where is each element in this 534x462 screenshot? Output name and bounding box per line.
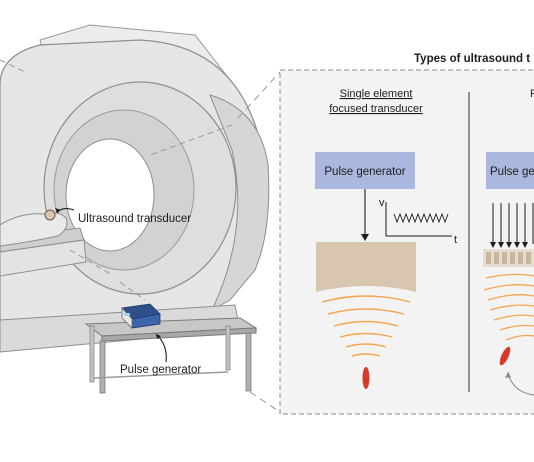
focal-spot-right: [499, 346, 511, 366]
focal-spot-left: [362, 367, 370, 389]
wavefronts-left: [321, 295, 411, 357]
pulse-generator-device: [121, 303, 161, 329]
pulse-generator-box-right-label: Pulse ge: [490, 166, 534, 178]
single-element-heading-line2: focused transducer: [329, 103, 423, 115]
zoom-line-top: [237, 71, 281, 119]
ultrasound-transducer-label: Ultrasound transducer: [78, 213, 191, 225]
axis-t-label: t: [454, 234, 457, 246]
right-heading-fragment: P: [530, 88, 534, 100]
waveform-plot: v t: [379, 197, 457, 246]
axis-v-label: v: [379, 197, 385, 209]
phased-array-elements: [483, 249, 534, 267]
pulse-generator-box-left: [315, 152, 415, 189]
lab-table: [84, 317, 258, 394]
panel-title: Types of ultrasound t: [414, 53, 530, 65]
array-arrows: [490, 203, 534, 248]
pulse-generator-box-left-label: Pulse generator: [324, 166, 405, 178]
pulse-generator-label: Pulse generator: [120, 364, 201, 376]
single-element-heading-line1: Single element: [340, 88, 413, 100]
wavefronts-right: [483, 273, 534, 341]
mri-scanner: [0, 24, 270, 353]
zoom-line-bottom: [249, 391, 281, 413]
focused-transducer-element: [316, 242, 416, 292]
pulse-generator-box-right: [486, 152, 534, 189]
